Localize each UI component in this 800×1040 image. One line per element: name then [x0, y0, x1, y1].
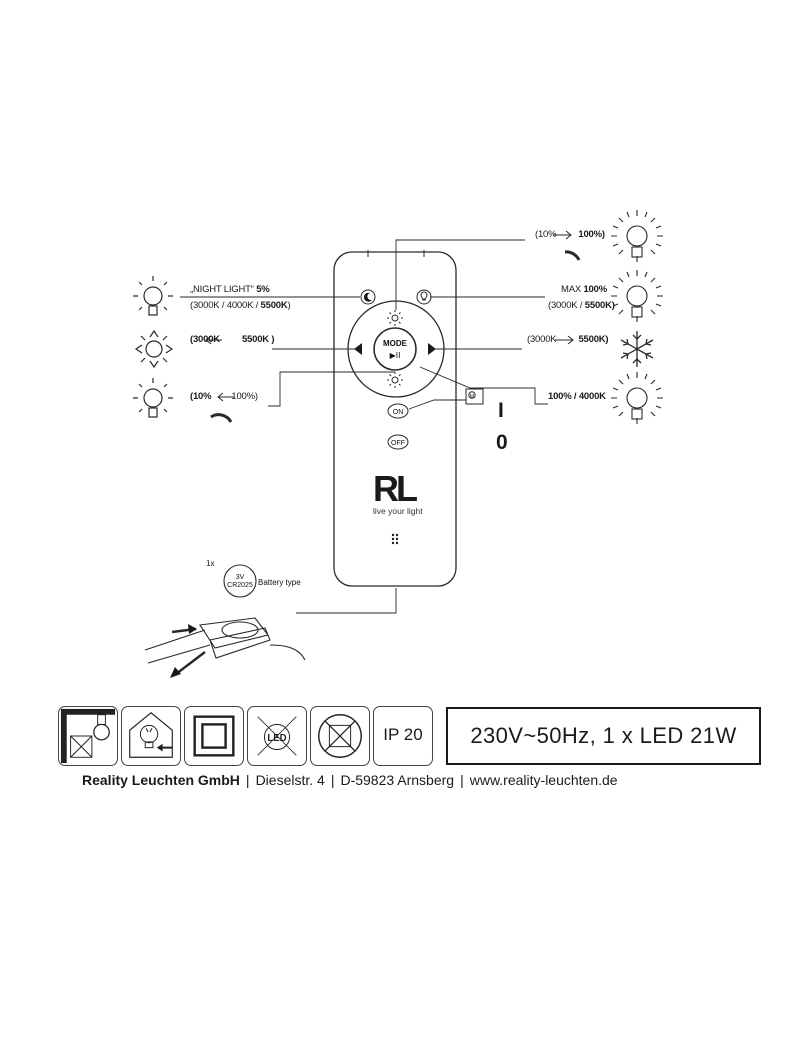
snowflake-icon: [620, 331, 654, 367]
full-brightness-label: 100% / 4000K: [548, 391, 606, 402]
night-light-button[interactable]: [360, 289, 376, 305]
battery-quantity: 1x: [206, 559, 214, 568]
brand-tagline: live your light: [373, 506, 423, 516]
brightness-down-icon[interactable]: [387, 372, 403, 388]
night-light-temps: (3000K / 4000K / 5500K): [190, 300, 291, 311]
dim-range-label: (10%100%): [190, 391, 258, 402]
svg-text:LED: LED: [267, 733, 286, 744]
off-button[interactable]: [387, 434, 409, 450]
mode-symbol-letter: M: [470, 394, 474, 400]
remote-diagram: MODE ▶II ON OFF M 3V CR2025 1x Battery t…: [133, 210, 663, 678]
on-button[interactable]: [387, 403, 409, 419]
brand-logo: RL: [373, 468, 418, 509]
company-name: Reality Leuchten GmbH: [82, 772, 240, 788]
bright-bulb-icon-max: [611, 270, 663, 322]
moon-icon: [363, 292, 372, 302]
city: D-59823 Arnsberg: [340, 772, 455, 788]
brightness-up-icon[interactable]: [387, 310, 403, 326]
status-dots-icon: [391, 533, 399, 545]
website-link[interactable]: www.reality-leuchten.de: [469, 772, 618, 788]
no-insulation-cover-icon: [310, 706, 370, 766]
off-mark: 0: [496, 431, 508, 454]
battery-tray-icon: [144, 617, 306, 678]
right-arrow[interactable]: [428, 343, 436, 355]
battery-model: CR2025: [227, 582, 253, 589]
warm-sun-icon: [134, 329, 174, 369]
dim-bulb-icon: [133, 378, 173, 418]
bulb-small-icon: [420, 291, 428, 301]
rotate-arrow-right-icon: [564, 250, 581, 261]
led-not-replaceable-icon: LED: [247, 706, 307, 766]
bright-bulb-icon-full: [611, 372, 663, 424]
max-temps-label: (3000K / 5500K): [548, 300, 615, 311]
battery-type-label: Battery type: [258, 578, 301, 587]
night-light-bulb-icon: [133, 276, 173, 316]
bright-bulb-icon-top: [611, 210, 663, 262]
street: Dieselstr. 4: [255, 772, 325, 788]
rotate-arrow-left-icon: [210, 413, 233, 423]
bulb-replace-icon: [121, 706, 181, 766]
ceiling-mount-icon: [58, 706, 118, 766]
mode-button[interactable]: [373, 327, 417, 371]
spec-box: 230V~50Hz, 1 x LED 21W: [446, 707, 761, 765]
ip20-icon: IP 20: [373, 706, 433, 766]
battery-coin-icon: [223, 564, 257, 598]
leader-lines: [180, 239, 548, 614]
mode-label: MODE: [383, 339, 408, 348]
on-label: ON: [393, 409, 404, 416]
top-range-label: (10%100%): [535, 229, 605, 240]
battery-voltage: 3V: [236, 574, 245, 581]
play-pause-symbol: ▶II: [390, 351, 401, 360]
mode-symbol-box: [465, 388, 484, 405]
left-arrow[interactable]: [354, 343, 362, 355]
on-mark: I: [498, 399, 504, 422]
night-light-label: „NIGHT LIGHT“ 5%: [190, 284, 270, 295]
electrical-spec: 230V~50Hz, 1 x LED 21W: [470, 723, 737, 748]
remote-body: [333, 251, 457, 587]
protection-class-ii-icon: [184, 706, 244, 766]
max-label: MAX 100%: [561, 284, 607, 295]
off-label: OFF: [391, 440, 405, 447]
footer-address: Reality Leuchten GmbH|Dieselstr. 4|D-598…: [82, 772, 618, 788]
ip-rating: IP 20: [383, 725, 423, 744]
